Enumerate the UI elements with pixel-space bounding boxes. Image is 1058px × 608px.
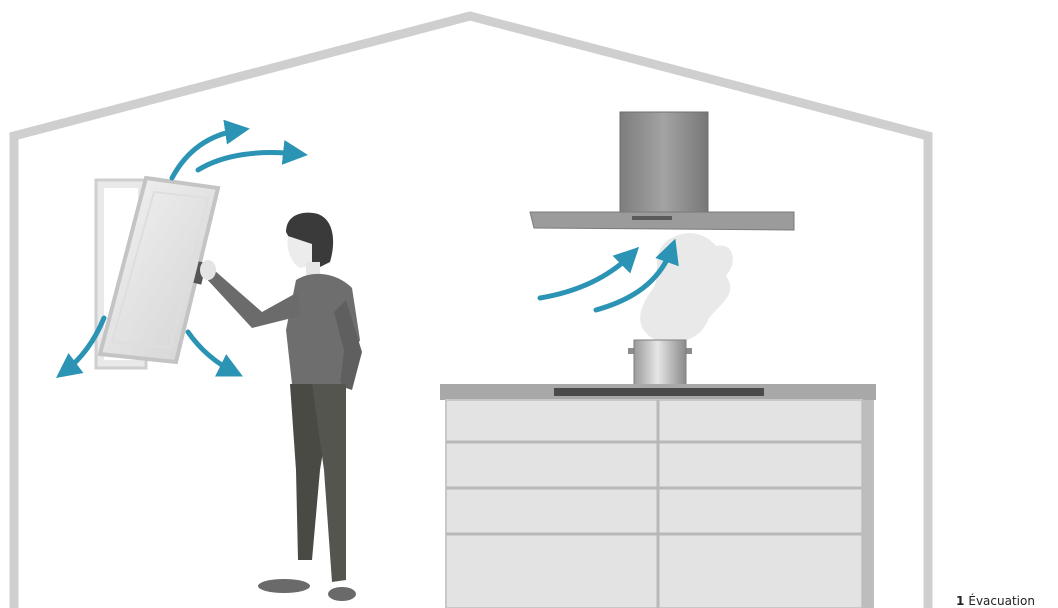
window-icon xyxy=(96,178,218,368)
arrow-icon xyxy=(540,254,632,298)
caption-number: 1 xyxy=(956,594,964,608)
caption-text: Évacuation xyxy=(968,594,1035,608)
arrow-icon xyxy=(188,332,234,372)
caption: 1 Évacuation xyxy=(956,594,1035,608)
person-icon xyxy=(200,213,362,601)
arrow-icon xyxy=(172,130,240,178)
range-hood-icon xyxy=(530,112,794,230)
arrow-icon xyxy=(198,153,298,170)
kitchen-island-icon xyxy=(440,384,876,608)
steam-cloud xyxy=(640,233,733,343)
